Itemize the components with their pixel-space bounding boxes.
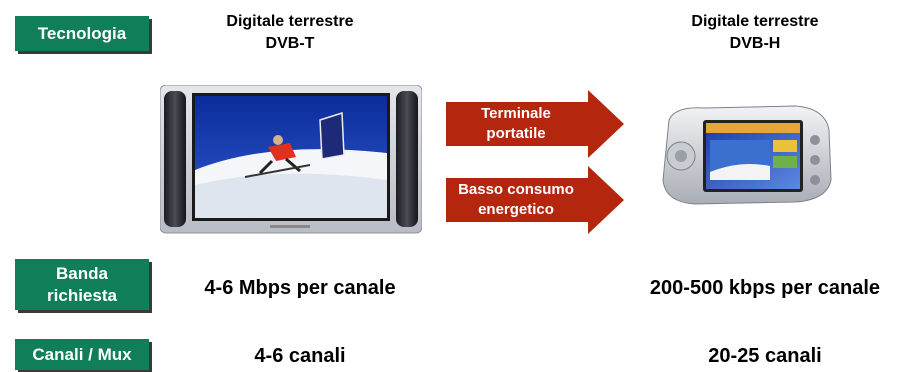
arrow-basso-consumo — [446, 166, 624, 234]
arrow1-line2: portatile — [486, 125, 546, 142]
arrow-terminale-portatile — [446, 90, 624, 158]
label-tecnologia-text: Tecnologia — [37, 23, 127, 43]
heading-dvbt-line2: DVB-T — [265, 35, 315, 52]
handheld-device-image — [662, 105, 832, 205]
heading-dvbh: Digitale terrestre DVB-H — [655, 11, 855, 55]
label-tecnologia: Tecnologia — [15, 16, 149, 51]
dvbt-banda-value: 4-6 Mbps per canale — [204, 277, 396, 299]
label-canali-mux: Canali / Mux — [15, 339, 149, 370]
dvbh-banda-value: 200-500 kbps per canale — [649, 277, 881, 299]
arrow1-line1: Terminale — [481, 105, 551, 122]
heading-dvbt: Digitale terrestre DVB-T — [190, 11, 390, 55]
dvbh-canali-value: 20-25 canali — [708, 345, 822, 367]
label-canali-text: Canali / Mux — [32, 344, 132, 364]
tv-image — [160, 85, 422, 234]
arrow2-line2: energetico — [478, 201, 554, 218]
arrow2-text: Basso consumo energetico — [446, 180, 586, 220]
dvbt-canali-value: 4-6 canali — [254, 345, 346, 367]
arrow2-line1: Basso consumo — [458, 181, 574, 198]
heading-dvbh-line1: Digitale terrestre — [691, 13, 819, 30]
heading-dvbh-line2: DVB-H — [729, 35, 781, 52]
label-banda-line2: richiesta — [47, 285, 117, 305]
heading-dvbt-line1: Digitale terrestre — [226, 13, 354, 30]
arrow1-text: Terminale portatile — [446, 104, 586, 144]
label-banda-line1: Banda — [56, 263, 108, 283]
label-banda-richiesta: Banda richiesta — [15, 259, 149, 310]
